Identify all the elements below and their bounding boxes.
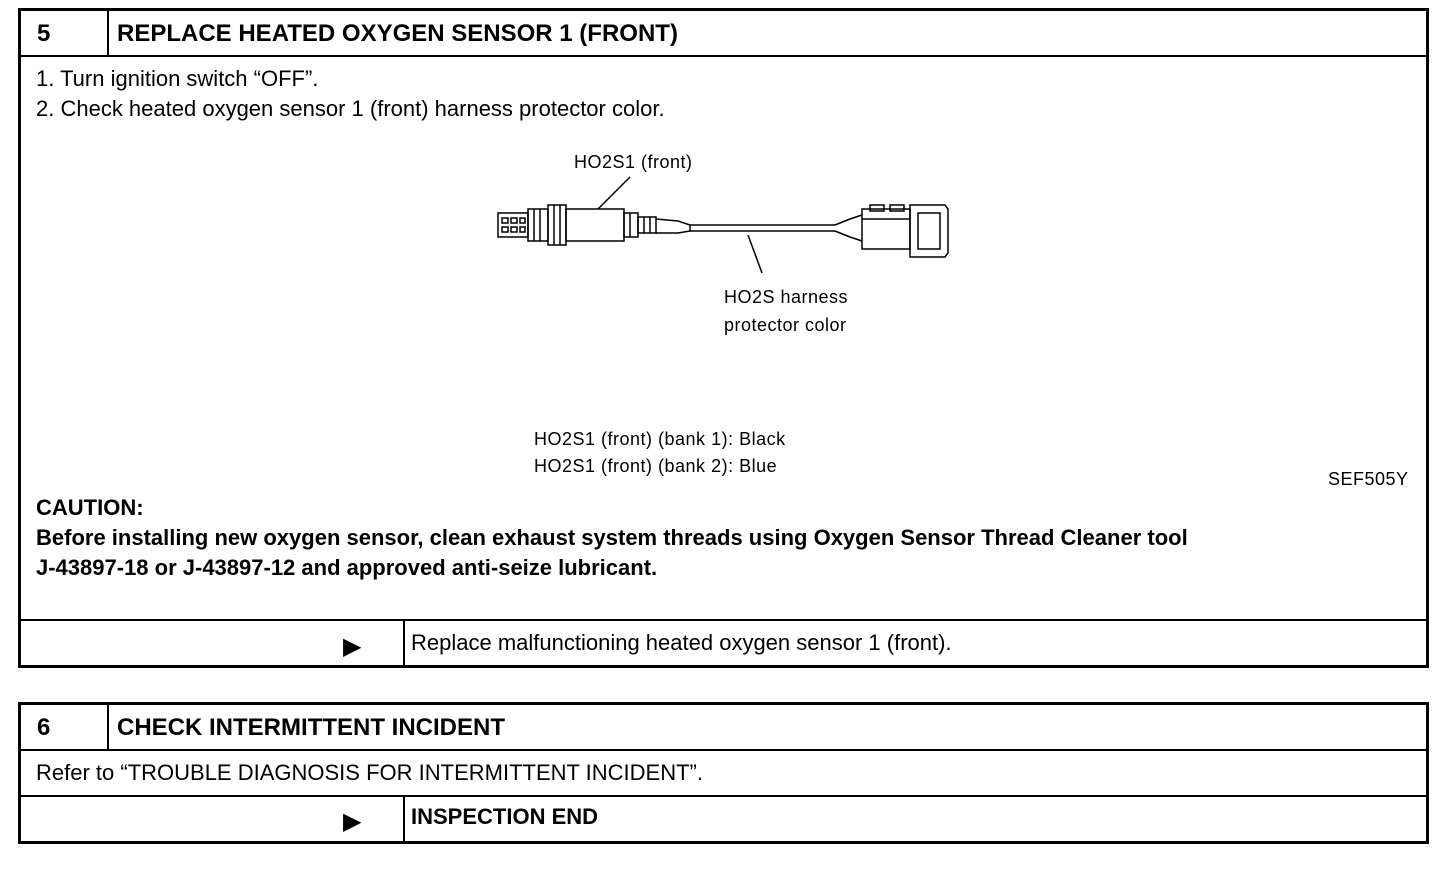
step-6-result-column-divider <box>403 796 405 842</box>
step-5-header-divider <box>20 55 1427 57</box>
caution-heading: CAUTION: <box>36 495 144 520</box>
step-5-result-arrow-icon: ▶ <box>343 633 362 660</box>
color-bank-2: HO2S1 (front) (bank 2): Blue <box>534 456 778 476</box>
step-5-title: REPLACE HEATED OXYGEN SENSOR 1 (FRONT) <box>117 20 678 47</box>
step-5-table <box>18 8 1429 668</box>
color-bank-1: HO2S1 (front) (bank 1): Black <box>534 429 786 449</box>
step-5-result-divider <box>20 619 1427 621</box>
step-6-number-divider <box>107 704 109 750</box>
step-6-table <box>18 702 1429 844</box>
step-6-result-divider <box>20 795 1427 797</box>
harness-callout-label-line-2: protector color <box>724 315 847 335</box>
step-6-header-divider <box>20 749 1427 751</box>
step-5-result-text: Replace malfunctioning heated oxygen sen… <box>411 630 952 655</box>
figure-code: SEF505Y <box>1328 469 1409 489</box>
sensor-callout-label: HO2S1 (front) <box>574 152 693 172</box>
step-5-result-column-divider <box>403 620 405 666</box>
step-5-number: 5 <box>37 20 51 47</box>
step-6-instruction: Refer to “TROUBLE DIAGNOSIS FOR INTERMIT… <box>36 760 703 785</box>
harness-callout-label-line-1: HO2S harness <box>724 287 849 307</box>
caution-text-line-2: J-43897-18 or J-43897-12 and approved an… <box>36 555 658 580</box>
step-5-number-divider <box>107 10 109 56</box>
step-6-number: 6 <box>37 714 51 741</box>
caution-text-line-1: Before installing new oxygen sensor, cle… <box>36 525 1188 550</box>
step-5-instruction-2: 2. Check heated oxygen sensor 1 (front) … <box>36 96 665 121</box>
step-5-instruction-1: 1. Turn ignition switch “OFF”. <box>36 66 319 91</box>
step-6-result-text: INSPECTION END <box>411 804 599 829</box>
step-6-result-arrow-icon: ▶ <box>343 808 362 835</box>
step-6-title: CHECK INTERMITTENT INCIDENT <box>117 714 505 741</box>
oxygen-sensor-illustration <box>497 176 949 274</box>
